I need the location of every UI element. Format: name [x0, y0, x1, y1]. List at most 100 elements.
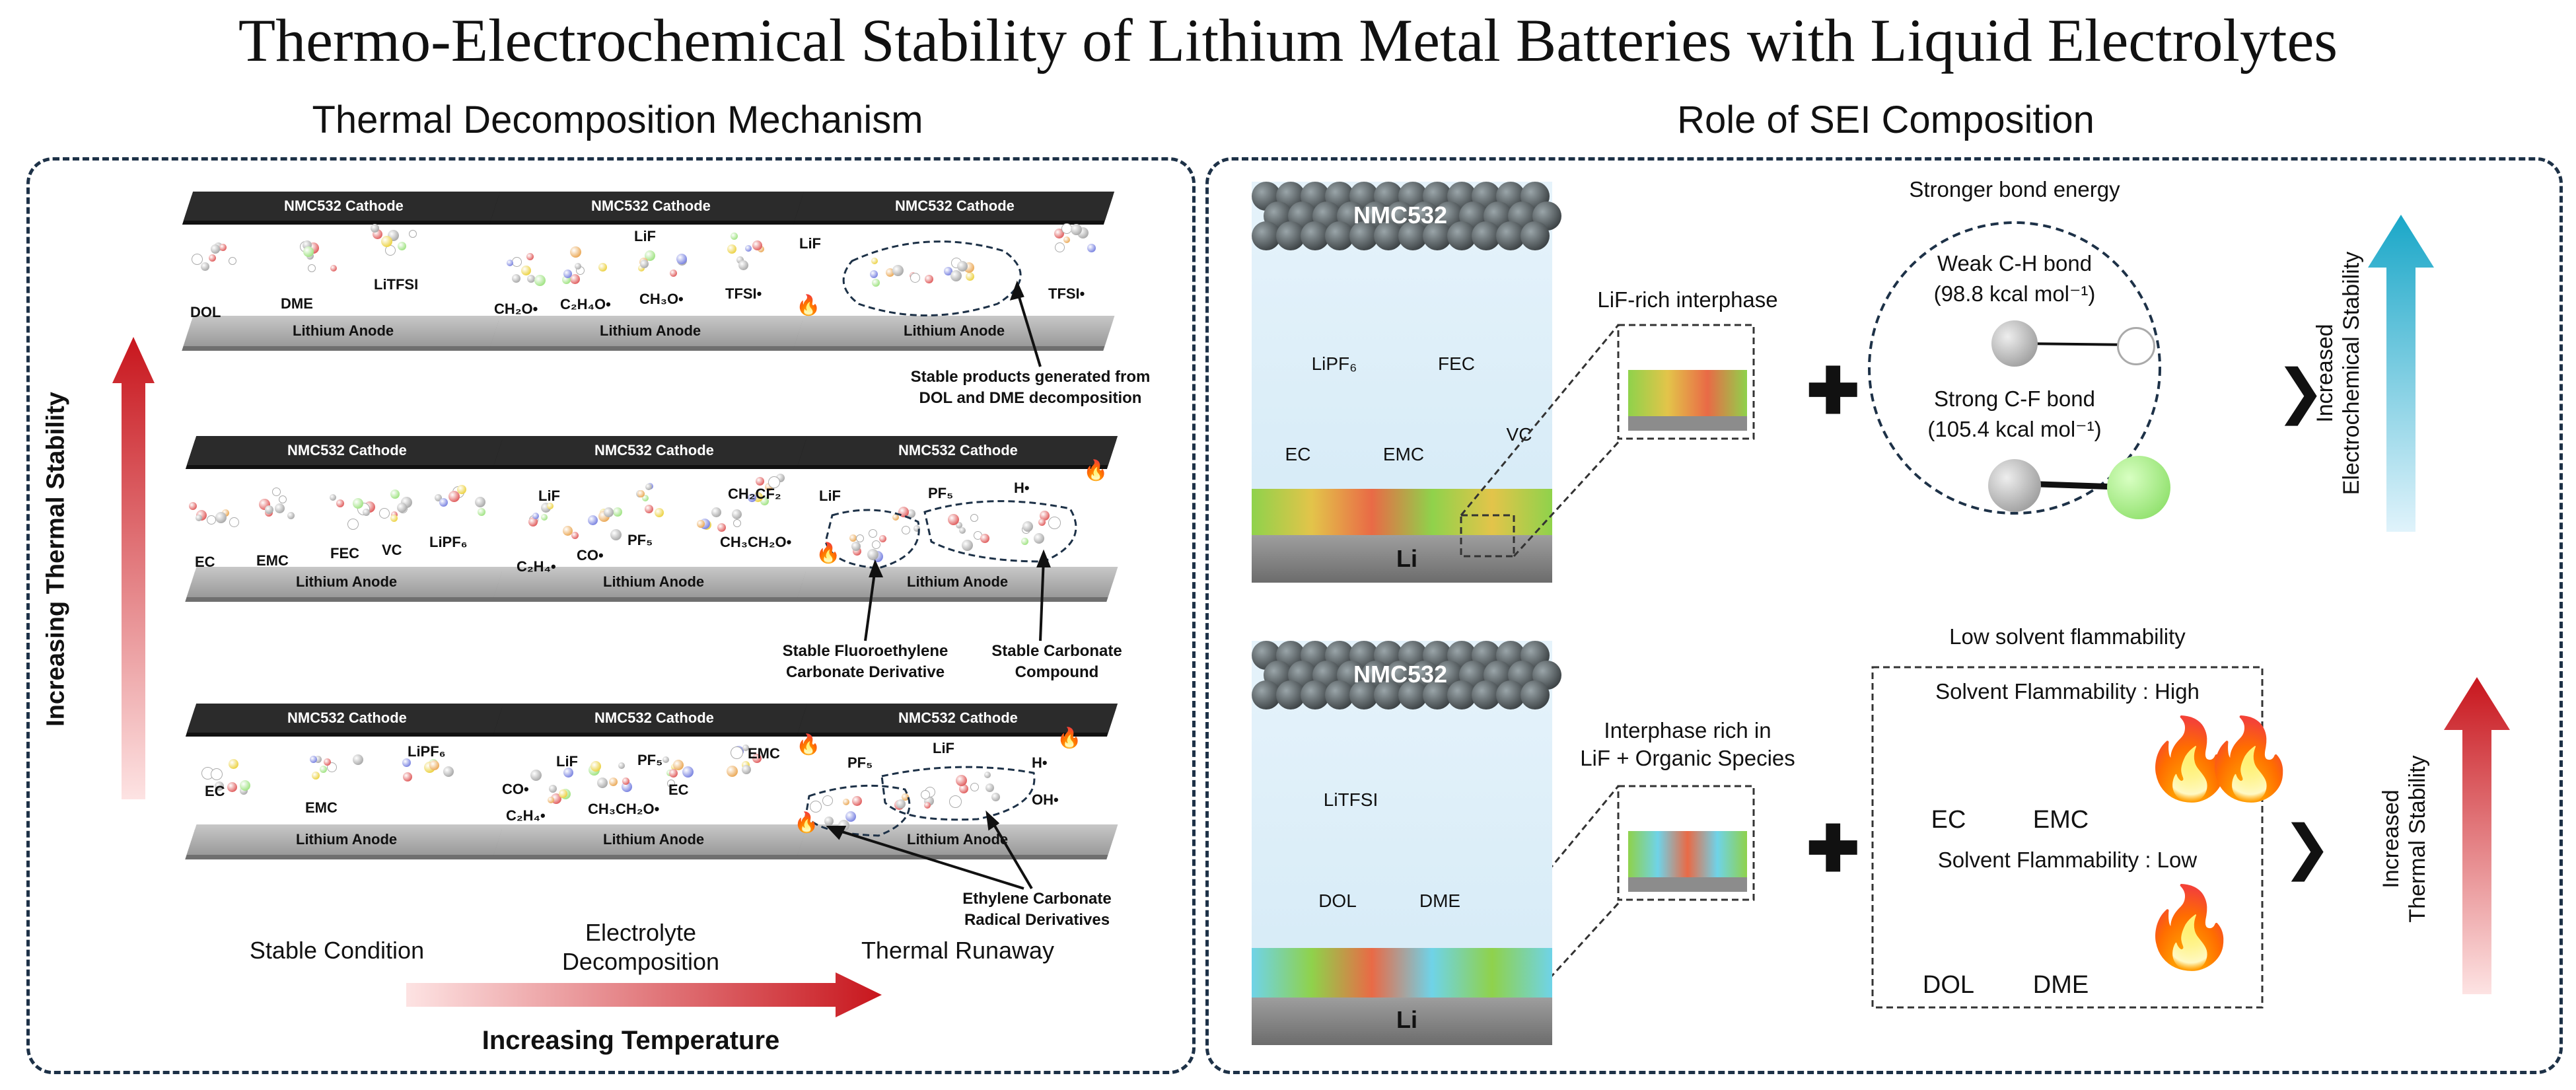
molecule-atom	[398, 242, 406, 250]
label-r2c1-lipf6: LiPF₆	[429, 534, 468, 550]
cathode-particle	[1496, 680, 1525, 709]
flammability-low-label: Solvent Flammability : Low	[1937, 848, 2198, 872]
molecule-atom	[925, 275, 933, 283]
label-r1c2-c2h4o: C₂H₄O•	[560, 296, 611, 312]
label-r2c3-h: H•	[1014, 480, 1030, 496]
molecule-atom	[959, 784, 968, 793]
top-sei-layer	[1252, 489, 1552, 535]
strong-bond-label: Strong C-F bond	[1934, 386, 2095, 411]
bottom-cathode-particles	[1252, 641, 1561, 713]
top-interphase-label: LiF-rich interphase	[1597, 287, 1778, 312]
flame-icon: 🔥	[796, 734, 821, 756]
top-cathode-particles	[1252, 182, 1561, 254]
flame-icon: 🔥	[2140, 883, 2239, 972]
molecule-atom	[879, 535, 886, 542]
chevron-right-icon: ❯	[2282, 815, 2332, 881]
molecule-atom	[869, 529, 877, 538]
molecule-atom	[1038, 519, 1046, 526]
molecule-atom	[886, 268, 894, 277]
molecule-atom	[353, 754, 363, 765]
molecule-atom	[966, 272, 974, 281]
molecule-atom	[711, 507, 721, 517]
molecule-atom	[272, 488, 281, 496]
bottom-sei-layer	[1252, 948, 1552, 998]
molecule-atom	[655, 508, 664, 517]
molecule-atom	[810, 801, 822, 813]
top-zoom-li	[1628, 416, 1747, 431]
cathode-particle	[1447, 221, 1476, 250]
cathode-particle	[1447, 680, 1476, 709]
molecule-atom	[697, 520, 705, 528]
molecule-atom	[849, 534, 857, 542]
high-solvent-ec: EC	[1931, 806, 1966, 834]
label-r2c3-lif: LiF	[819, 488, 841, 504]
molecule-atom	[534, 275, 546, 286]
flammability-title: Low solvent flammability	[1949, 624, 2186, 649]
bottom-zoom-sei	[1628, 831, 1747, 877]
stage-label-runaway: Thermal Runaway	[861, 937, 1055, 964]
molecule-atom	[637, 490, 645, 497]
chevron-right-icon: ❯	[2275, 359, 2326, 425]
cathode-particle	[1349, 221, 1378, 250]
label-r3c2-lif: LiF	[556, 753, 578, 770]
carbon-atom-icon	[1988, 459, 2041, 512]
molecule-atom	[521, 266, 531, 275]
molecule-atom	[320, 766, 327, 773]
molecule-atom	[559, 789, 567, 798]
molecule-atom	[736, 256, 744, 264]
molecule-atom	[526, 253, 534, 260]
bottom-mol-dol: DOL	[1318, 890, 1357, 911]
molecule-atom	[732, 509, 742, 519]
molecule-atom	[822, 795, 833, 806]
molecule-atom	[856, 534, 864, 542]
molecule-atom	[275, 503, 285, 513]
label-r1c3-lif: LiF	[799, 235, 821, 252]
molecule-atom	[229, 759, 238, 769]
strong-bond-energy: (105.4 kcal mol⁻¹)	[1927, 417, 2102, 441]
molecule-atom	[229, 517, 239, 527]
molecule-atom	[948, 514, 959, 525]
molecule-atom	[845, 811, 856, 822]
molecule-atom	[549, 785, 557, 793]
molecule-atom	[733, 519, 741, 527]
molecule-atom	[397, 503, 407, 513]
molecule-atom	[752, 754, 762, 763]
molecule-atom	[645, 484, 652, 490]
molecule-atom	[896, 799, 906, 809]
molecule-atom	[347, 519, 359, 530]
molecule-atom	[310, 756, 317, 763]
molecule-atom	[727, 766, 738, 777]
molecule-atom	[907, 509, 915, 518]
bottom-li-label: Li	[1396, 1006, 1417, 1033]
molecule-atom	[1022, 521, 1033, 532]
molecule-atom	[871, 258, 878, 264]
molecule-atom	[570, 246, 581, 258]
cathode-particle	[1349, 680, 1378, 709]
molecule-atom	[435, 494, 442, 501]
molecule-atom	[265, 505, 273, 514]
label-r3c3-lif: LiF	[933, 740, 954, 756]
weak-bond-label: Weak C-H bond	[1937, 251, 2093, 275]
molecule-atom	[287, 512, 295, 519]
molecule-atom	[758, 246, 764, 252]
molecule-atom	[541, 514, 548, 521]
cathode-particle	[1521, 680, 1550, 709]
molecule-atom	[867, 549, 878, 560]
molecule-atom	[575, 263, 581, 270]
molecule-atom	[748, 493, 756, 502]
cathode-particle	[1276, 221, 1305, 250]
molecule-atom	[985, 783, 994, 792]
molecule-atom	[330, 265, 337, 272]
label-r1c2-ch3o: CH₃O•	[639, 291, 684, 307]
stage-label-decomposition: Electrolyte Decomposition	[561, 919, 720, 975]
molecule-atom	[824, 817, 834, 826]
molecule-atom	[211, 244, 220, 254]
molecule-atom	[563, 768, 573, 778]
molecule-atom	[843, 799, 849, 805]
plus-icon: ✚	[1807, 356, 1860, 427]
molecule-atom	[870, 270, 878, 278]
bottom-interphase-label: Interphase rich in LiF + Organic Species	[1580, 718, 1795, 770]
molecule-atom	[667, 780, 675, 787]
molecule-atom	[279, 495, 287, 503]
molecule-atom	[379, 508, 390, 519]
